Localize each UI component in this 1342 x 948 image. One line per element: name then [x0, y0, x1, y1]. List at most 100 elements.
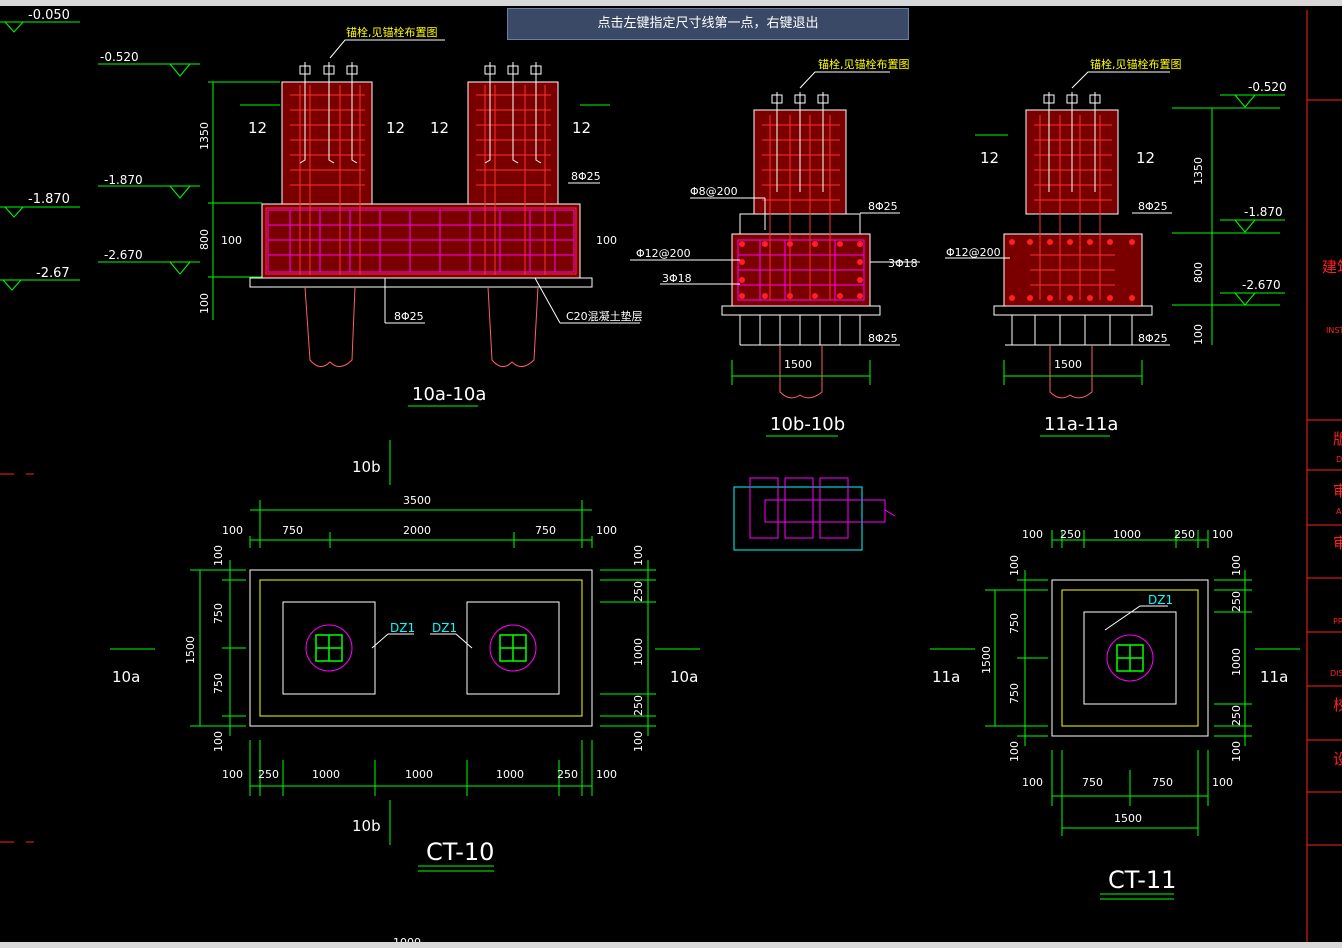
dimension-label: 100	[1230, 555, 1243, 576]
dimension-label: 100	[212, 731, 225, 752]
dimension-label: 3Φ18	[662, 272, 692, 285]
dimension-label: 100	[596, 234, 617, 247]
dimension-label: 100	[1192, 324, 1205, 345]
dimension-label: 250	[632, 581, 645, 602]
dimension-label: 校	[1333, 696, 1342, 714]
dimension-label: 8Φ25	[394, 310, 424, 323]
dimension-label: 1000	[632, 638, 645, 666]
dimension-label: 3Φ18	[888, 257, 918, 270]
dimension-label: INST	[1326, 326, 1342, 335]
dimension-label: DIS	[1330, 669, 1342, 678]
dimension-label: 设	[1333, 750, 1342, 768]
dimension-label: 100	[1212, 776, 1233, 789]
dimension-label: A	[1336, 507, 1342, 516]
dimension-label: 1350	[198, 122, 211, 150]
command-prompt-tooltip: 点击左键指定尺寸线第一点，右键退出	[507, 8, 909, 40]
dimension-label: 750	[212, 603, 225, 624]
dimension-label: 3500	[403, 494, 431, 507]
dimension-label: 100	[198, 293, 211, 314]
dimension-label: -2.670	[1242, 278, 1281, 292]
dimension-label: 100	[1212, 528, 1233, 541]
section-11a-title: 11a-11a	[1044, 414, 1118, 435]
top-window-edge	[0, 0, 1342, 6]
dimension-label: 250	[1230, 705, 1243, 726]
section-11a-drawing: -0.520 -1.870 -2.670 1350 800 100 1500 锚…	[945, 57, 1287, 437]
dimension-label: 12	[430, 119, 449, 137]
dimension-label: 750	[1082, 776, 1103, 789]
section-10b-drawing: 1500 锚栓,见锚栓布置图 Φ8@200 Φ12@200 3Φ18 3Φ18 …	[630, 57, 920, 437]
ct10-plan: 10b 10b 10a 10a DZ1 DZ1	[110, 440, 700, 872]
dimension-label: 8Φ25	[868, 332, 898, 345]
dimension-label: 1500	[1114, 812, 1142, 825]
ct10-title: CT-10	[426, 838, 494, 866]
dimension-label: 250	[632, 695, 645, 716]
dimension-label: C20混凝土垫层	[566, 309, 643, 323]
elev-label-0050: -0.050	[28, 8, 70, 23]
dimension-label: 100	[1230, 741, 1243, 762]
dimension-label: Φ12@200	[946, 246, 1001, 259]
dimension-label: 100	[212, 545, 225, 566]
elev-label-1870-left: -1.870	[28, 192, 70, 207]
dimension-label: DZ1	[1148, 593, 1173, 607]
dimension-label: 100	[222, 524, 243, 537]
dimension-label: 8Φ25	[1138, 332, 1168, 345]
dimension-label: Φ12@200	[636, 247, 691, 260]
dimension-label: 锚栓,见锚栓布置图	[1090, 57, 1182, 71]
dimension-label: 2000	[403, 524, 431, 537]
dimension-label: 10a	[670, 668, 698, 686]
dimension-label: 11a	[1260, 668, 1288, 686]
left-red-marks	[0, 473, 34, 843]
dimension-label: 800	[1192, 262, 1205, 283]
title-block: 建筑 INST 版 D 审 A 审 PR DIS 校 设	[1306, 10, 1342, 942]
dimension-label: 11a	[932, 668, 960, 686]
section-10a-title: 10a-10a	[412, 384, 486, 405]
dimension-label: 10b	[352, 817, 381, 835]
dimension-label: 100	[221, 234, 242, 247]
dimension-label: 1000	[1230, 648, 1243, 676]
left-edge-elevations	[0, 21, 80, 291]
ct11-title: CT-11	[1108, 866, 1176, 894]
dimension-label: 750	[212, 673, 225, 694]
dimension-label: 250	[1174, 528, 1195, 541]
dimension-label: 10a	[112, 668, 140, 686]
dimension-label: 1000	[312, 768, 340, 781]
dimension-label: 250	[1060, 528, 1081, 541]
dimension-label: 12	[1136, 149, 1155, 167]
dimension-label: 750	[535, 524, 556, 537]
rebar-detail-sketch	[733, 477, 896, 551]
elev-label-267-left: -2.67	[36, 266, 70, 281]
dimension-label: 12	[386, 119, 405, 137]
dimension-label: 100	[1008, 741, 1021, 762]
section-10b-title: 10b-10b	[770, 414, 845, 435]
dimension-label: D	[1336, 455, 1342, 464]
dimension-label: 100	[222, 768, 243, 781]
ct11-plan: 11a 11a DZ1 100 250 1	[930, 528, 1300, 900]
dimension-label: 12	[980, 149, 999, 167]
dimension-label: -0.520	[100, 50, 139, 64]
dimension-label: Φ8@200	[690, 185, 738, 198]
dimension-label: PR	[1333, 617, 1342, 626]
dimension-label: 锚栓,见锚栓布置图	[818, 57, 910, 71]
dimension-label: -1.870	[1244, 205, 1283, 219]
dimension-label: 100	[1022, 528, 1043, 541]
dimension-label: 750	[1008, 683, 1021, 704]
dimension-label: 1500	[784, 358, 812, 371]
dimension-label: 12	[572, 119, 591, 137]
dimension-label: 8Φ25	[868, 200, 898, 213]
dimension-label: 8Φ25	[571, 170, 601, 183]
dimension-label: 审	[1333, 534, 1342, 552]
dimension-label: 100	[632, 731, 645, 752]
dimension-label: 800	[198, 229, 211, 250]
dimension-label: DZ1	[390, 621, 415, 635]
dimension-label: -2.670	[104, 248, 143, 262]
dimension-label: 锚栓,见锚栓布置图	[346, 25, 438, 39]
dimension-label: 1000	[405, 768, 433, 781]
bottom-window-edge	[0, 942, 1342, 948]
dimension-label: 建筑	[1322, 258, 1342, 276]
dimension-label: 1000	[1113, 528, 1141, 541]
dimension-label: 1500	[184, 636, 197, 664]
dimension-label: 250	[557, 768, 578, 781]
dimension-label: 100	[596, 768, 617, 781]
dimension-label: 1350	[1192, 157, 1205, 185]
